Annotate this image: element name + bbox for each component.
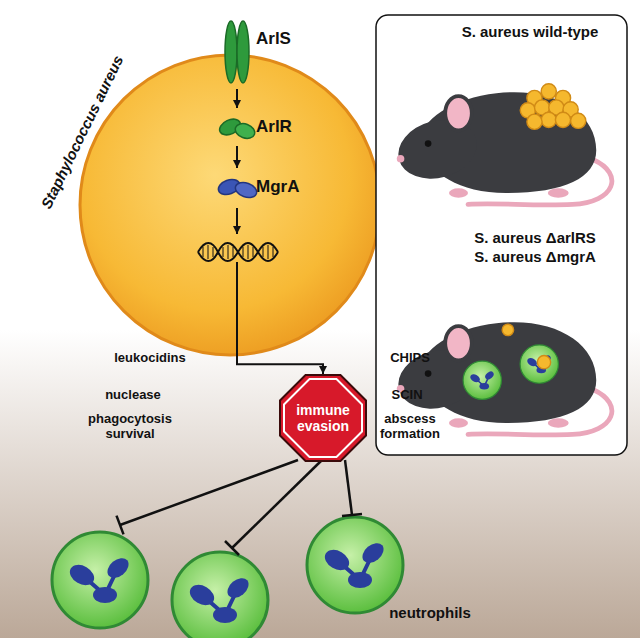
transcription-factor: MgrA [220,168,307,206]
neutrophil [307,517,403,613]
neutrophil [172,552,268,638]
illustration-part [345,460,352,515]
factor-label: abscess formation [370,412,450,442]
illustration-part [342,514,362,516]
octagon-outline [280,375,366,461]
illustration-part [520,345,558,383]
strain-label: S. aureus wild-type [462,23,599,40]
stop-octagon: immune evasion [279,374,367,462]
panel-frame [376,15,627,455]
ground-gradient [0,330,640,638]
response-regulator: ArlR [220,108,300,146]
protein-label: ArlR [256,117,292,137]
protein-label: ArlS [256,29,291,49]
arls-protein [225,21,249,83]
protein-label: MgrA [256,177,299,197]
illustration-part [225,21,237,83]
strain-label: S. aureus ΔarlRS [474,229,596,246]
illustration-part [225,541,239,555]
output-line [236,262,238,355]
illustration-part [541,112,556,127]
illustration-part [541,84,556,99]
neutrophil [52,532,148,628]
octagon-rim [284,379,362,457]
abscess-neutrophils [463,324,558,399]
illustration-part [233,121,257,141]
illustration-part [537,356,550,369]
mgra-protein [216,177,258,201]
factor-label: CHIPS [390,351,430,366]
illustration-part [463,361,501,399]
sensor-kinase: ArlS [220,15,299,89]
node-title: immune evasion [292,402,354,434]
factor-label: SCIN [391,388,422,403]
strain-label: S. aureus ΔmgrA [474,248,596,265]
protein-label: Staphylococcus aureus [37,53,126,212]
signal-arrow [236,146,238,168]
illustration-part [502,324,513,335]
illustration-part [233,180,258,201]
illustration-part [571,113,586,128]
illustration-part [198,243,278,261]
bacterium-cell: Staphylococcus aureusArlSArlRMgrA [80,55,380,355]
illustration-part [198,243,278,261]
dna-helix [198,243,278,261]
arlr-protein [217,116,257,141]
cell-label: neutrophils [389,604,471,621]
signal-arrow [236,89,238,108]
illustration-part [555,112,570,127]
abscess-cluster [520,84,586,130]
illustration-part [117,516,124,535]
mouse-figure [392,92,612,205]
signal-arrow [237,355,323,375]
illustration-part [232,460,322,548]
factor-label: nuclease [105,388,161,403]
inhibition-lines [117,460,363,555]
factor-label: leukocidins [114,351,186,366]
illustration-part [237,21,249,83]
bacterium-cell [80,55,380,355]
illustration-part [203,245,273,259]
illustration-part [527,114,542,129]
factor-label: phagocytosis survival [80,412,180,442]
regulation-arrow [236,208,238,234]
illustration-part [120,460,298,525]
